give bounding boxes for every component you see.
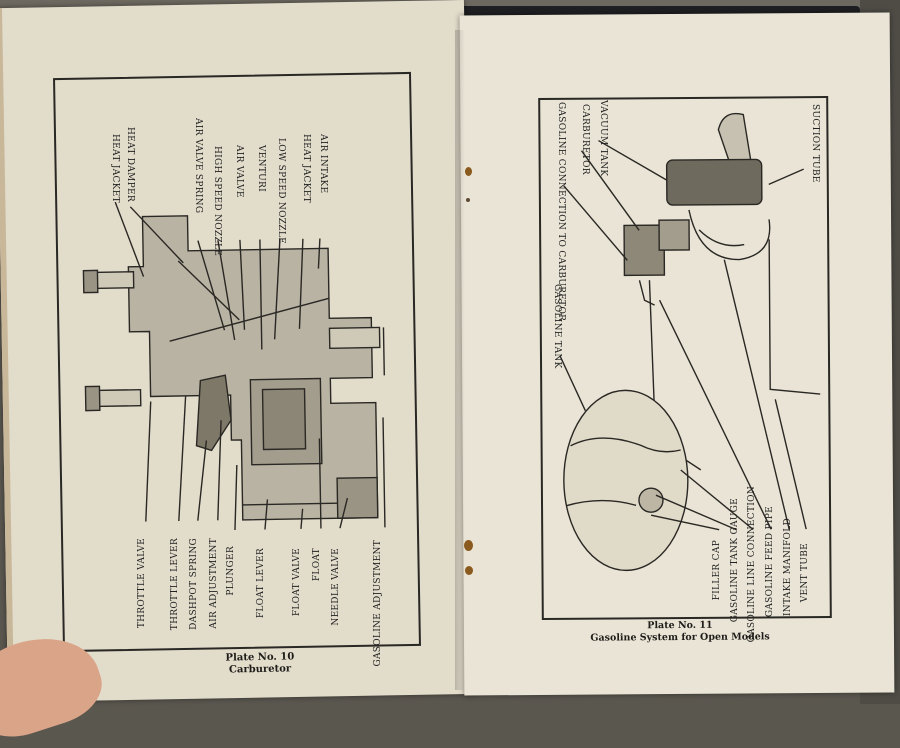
label-suction-tube: SUCTION TUBE [810, 104, 820, 183]
label-air-adjustment: AIR ADJUSTMENT [209, 538, 219, 629]
label-needle-valve: NEEDLE VALVE [331, 548, 341, 626]
label-heat-jacket-1: HEAT JACKET [110, 134, 120, 203]
label-float-valve: FLOAT VALVE [292, 548, 302, 617]
label-throttle-lever: THROTTLE LEVER [170, 538, 180, 631]
gasoline-system-illustration [559, 112, 821, 572]
label-high-speed-nozzle: HIGH SPEED NOZZLE [212, 146, 222, 257]
carburetor-illustration [82, 201, 386, 531]
label-gasoline-tank: GASOLINE TANK [552, 284, 562, 369]
stain-spot [465, 167, 472, 176]
label-vacuum-tank: VACUUM TANK [598, 100, 608, 177]
plate-11-title: Gasoline System for Open Models [590, 631, 770, 644]
plate-11-caption: Plate No. 11 Gasoline System for Open Mo… [580, 619, 780, 644]
stain-spot [465, 566, 473, 575]
label-air-valve-spring: AIR VALVE SPRING [193, 118, 203, 214]
label-throttle-valve: THROTTLE VALVE [137, 538, 147, 629]
label-low-speed-nozzle: LOW SPEED NOZZLE [276, 138, 286, 245]
book-gutter [455, 30, 471, 690]
label-plunger: PLUNGER [226, 546, 236, 596]
label-vent-tube: VENT TUBE [800, 543, 810, 603]
label-carburetor: CARBURETOR [580, 104, 590, 175]
label-air-intake: AIR INTAKE [318, 134, 328, 194]
label-air-valve: AIR VALVE [234, 145, 244, 198]
label-filler-cap: FILLER CAP [712, 540, 722, 601]
plate-10-caption: Plate No. 10 Carburetor [205, 651, 315, 677]
label-dashpot-spring: DASHPOT SPRING [189, 538, 199, 630]
label-gasoline-adjustment: GASOLINE ADJUSTMENT [373, 540, 383, 667]
plate-10-title: Carburetor [228, 663, 292, 676]
label-heat-damper: HEAT DAMPER [125, 127, 135, 202]
label-intake-manifold: INTAKE MANIFOLD [783, 518, 793, 617]
stain-spot [464, 540, 473, 551]
stain-spot [466, 198, 470, 202]
label-float: FLOAT [312, 548, 322, 582]
label-float-lever: FLOAT LEVER [256, 548, 266, 619]
label-gasoline-connection: GASOLINE CONNECTION TO CARBURETOR [556, 102, 566, 322]
label-venturi: VENTURI [256, 145, 266, 192]
label-heat-jacket-2: HEAT JACKET [301, 134, 311, 203]
label-gasoline-tank-gauge: GASOLINE TANK GAUGE [730, 498, 740, 623]
label-gasoline-feed-pipe: GASOLINE FEED PIPE [765, 506, 775, 618]
